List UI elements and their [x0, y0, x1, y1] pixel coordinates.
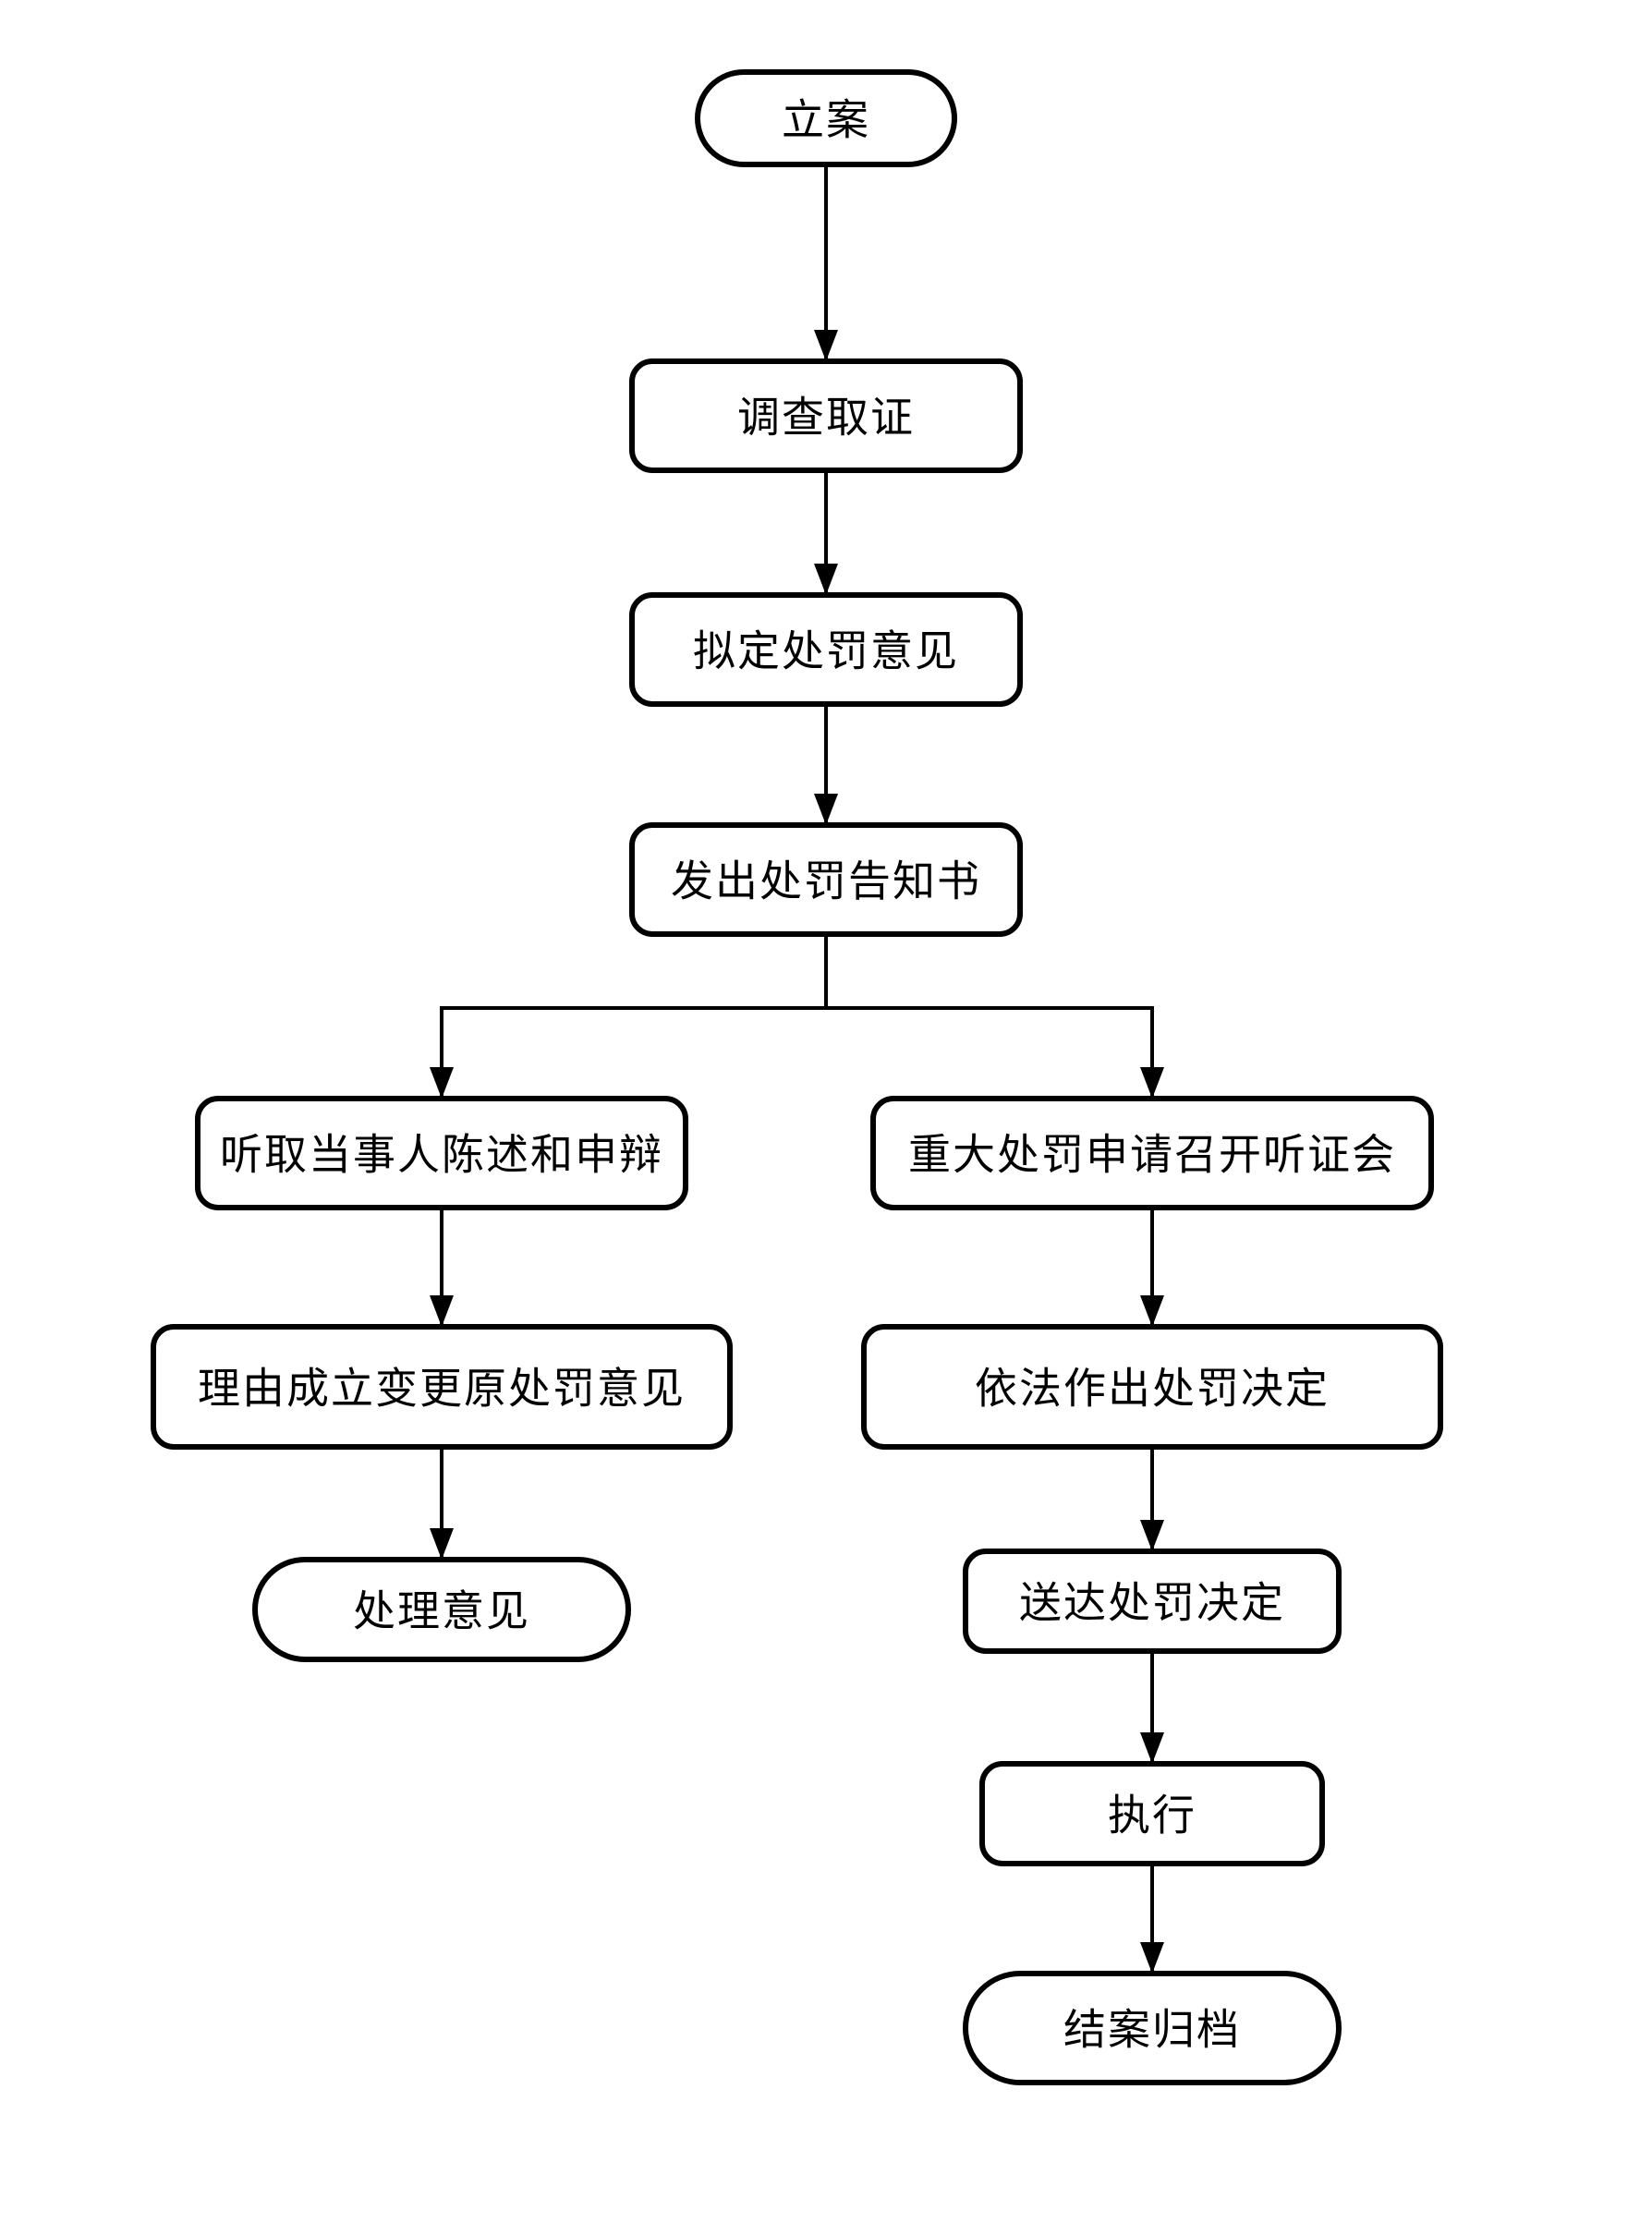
node-label: 结案归档 — [1063, 2007, 1241, 2054]
edge-重大处罚申请召开听证会-to-依法作出处罚决定 — [1140, 1208, 1164, 1327]
node-n6[interactable]: 重大处罚申请召开听证会 — [870, 1096, 1434, 1210]
arrow-head — [430, 1067, 454, 1099]
node-label: 听取当事人陈述和申辩 — [220, 1132, 663, 1179]
edge-发出处罚告知书-to-听取当事人陈述和申辩 — [430, 934, 828, 1099]
edges-layer — [430, 164, 1164, 1974]
node-shape-rounded-rect — [979, 1761, 1325, 1866]
arrow-head — [1140, 1520, 1164, 1551]
edge-执行-to-结案归档 — [1140, 1864, 1164, 1974]
node-shape-rounded-rect — [963, 1549, 1342, 1654]
node-label: 重大处罚申请召开听证会 — [908, 1132, 1396, 1179]
node-n5[interactable]: 听取当事人陈述和申辩 — [195, 1096, 688, 1210]
node-shape-rounded-rect — [629, 592, 1023, 707]
node-label: 执行 — [1108, 1792, 1196, 1840]
node-n8[interactable]: 依法作出处罚决定 — [861, 1324, 1443, 1450]
node-n3[interactable]: 拟定处罚意见 — [629, 592, 1023, 707]
arrow-head — [1140, 1732, 1164, 1764]
node-shape-stadium — [252, 1557, 631, 1662]
node-shape-rounded-rect — [870, 1096, 1434, 1210]
arrow-head — [1140, 1942, 1164, 1974]
node-n4[interactable]: 发出处罚告知书 — [629, 822, 1023, 937]
node-n12[interactable]: 结案归档 — [963, 1971, 1342, 2085]
node-shape-rounded-rect — [861, 1324, 1443, 1450]
node-label: 依法作出处罚决定 — [975, 1366, 1330, 1413]
arrow-head — [814, 564, 838, 595]
node-shape-rounded-rect — [629, 358, 1023, 473]
arrow-head — [430, 1295, 454, 1327]
node-shape-stadium — [963, 1971, 1342, 2085]
node-shape-rounded-rect — [195, 1096, 688, 1210]
arrow-head — [814, 330, 838, 361]
edge-理由成立变更原处罚意见-to-处理意见 — [430, 1447, 454, 1560]
node-n10[interactable]: 送达处罚决定 — [963, 1549, 1342, 1654]
node-n9[interactable]: 处理意见 — [252, 1557, 631, 1662]
edge-听取当事人陈述和申辩-to-理由成立变更原处罚意见 — [430, 1208, 454, 1327]
edge-依法作出处罚决定-to-送达处罚决定 — [1140, 1447, 1164, 1551]
node-shape-rounded-rect — [151, 1324, 733, 1450]
node-label: 送达处罚决定 — [1019, 1580, 1285, 1627]
edge-拟定处罚意见-to-发出处罚告知书 — [814, 704, 838, 825]
node-label: 调查取证 — [737, 395, 915, 442]
node-n1[interactable]: 立案 — [695, 69, 957, 167]
edge-立案-to-调查取证 — [814, 164, 838, 361]
node-shape-rounded-rect — [629, 822, 1023, 937]
node-label: 理由成立变更原处罚意见 — [198, 1366, 686, 1413]
arrow-head — [814, 794, 838, 825]
arrow-head — [430, 1528, 454, 1560]
node-label: 立案 — [782, 97, 870, 144]
node-label: 处理意见 — [353, 1588, 530, 1635]
edge-送达处罚决定-to-执行 — [1140, 1651, 1164, 1764]
node-shape-stadium — [695, 69, 957, 167]
edge-发出处罚告知书-to-重大处罚申请召开听证会 — [824, 934, 1164, 1099]
node-n11[interactable]: 执行 — [979, 1761, 1325, 1866]
node-label: 发出处罚告知书 — [671, 858, 981, 905]
arrow-head — [1140, 1295, 1164, 1327]
node-n2[interactable]: 调查取证 — [629, 358, 1023, 473]
edge-调查取证-to-拟定处罚意见 — [814, 470, 838, 595]
node-n7[interactable]: 理由成立变更原处罚意见 — [151, 1324, 733, 1450]
node-label: 拟定处罚意见 — [693, 628, 959, 675]
arrow-head — [1140, 1067, 1164, 1099]
